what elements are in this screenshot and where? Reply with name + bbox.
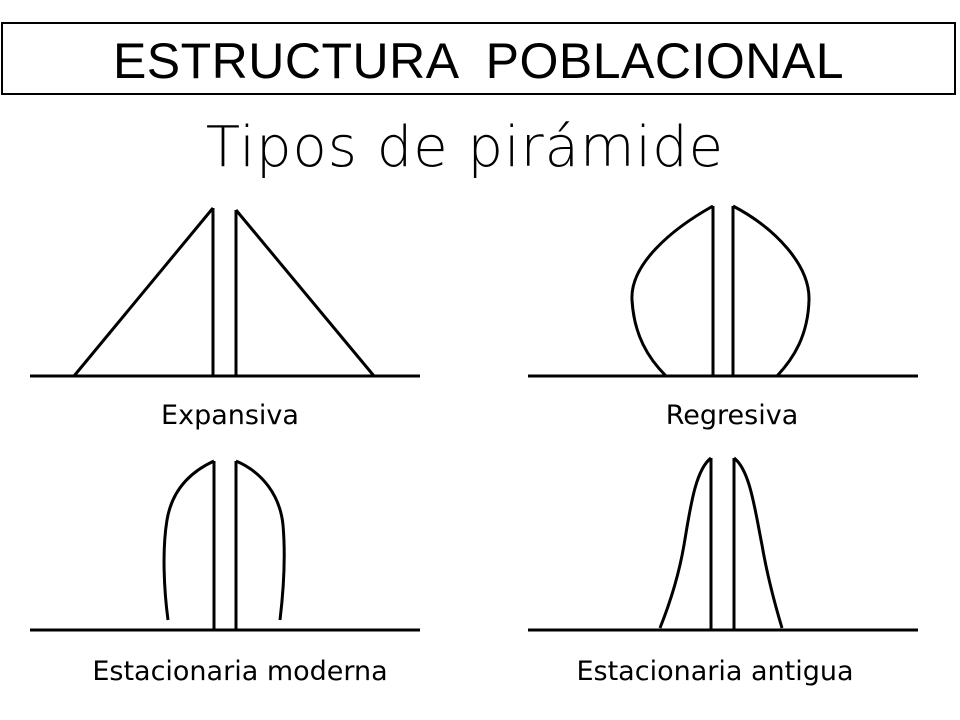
left-profile: [658, 456, 713, 629]
label-estacionaria-antigua: Estacionaria antigua: [576, 656, 854, 687]
label-estacionaria-moderna: Estacionaria moderna: [92, 656, 388, 687]
pyramid-estacionaria-moderna: [30, 459, 420, 632]
label-regresiva: Regresiva: [665, 400, 799, 431]
pyramid-expansiva: [30, 207, 420, 378]
label-expansiva: Expansiva: [161, 400, 299, 431]
right-profile: [235, 459, 286, 621]
right-profile: [732, 456, 784, 629]
diagram-subtitle: Tipos de pirámide: [205, 115, 725, 180]
right-profile: [732, 204, 811, 378]
title-box: ESTRUCTURA POBLACIONAL: [1, 22, 956, 95]
left-profile: [72, 207, 215, 377]
left-profile: [630, 204, 714, 378]
pyramid-estacionaria-antigua: [528, 456, 918, 632]
right-profile: [234, 209, 376, 377]
page-title: ESTRUCTURA POBLACIONAL: [112, 32, 845, 89]
pyramid-regresiva: [528, 204, 918, 378]
left-profile: [162, 459, 215, 621]
